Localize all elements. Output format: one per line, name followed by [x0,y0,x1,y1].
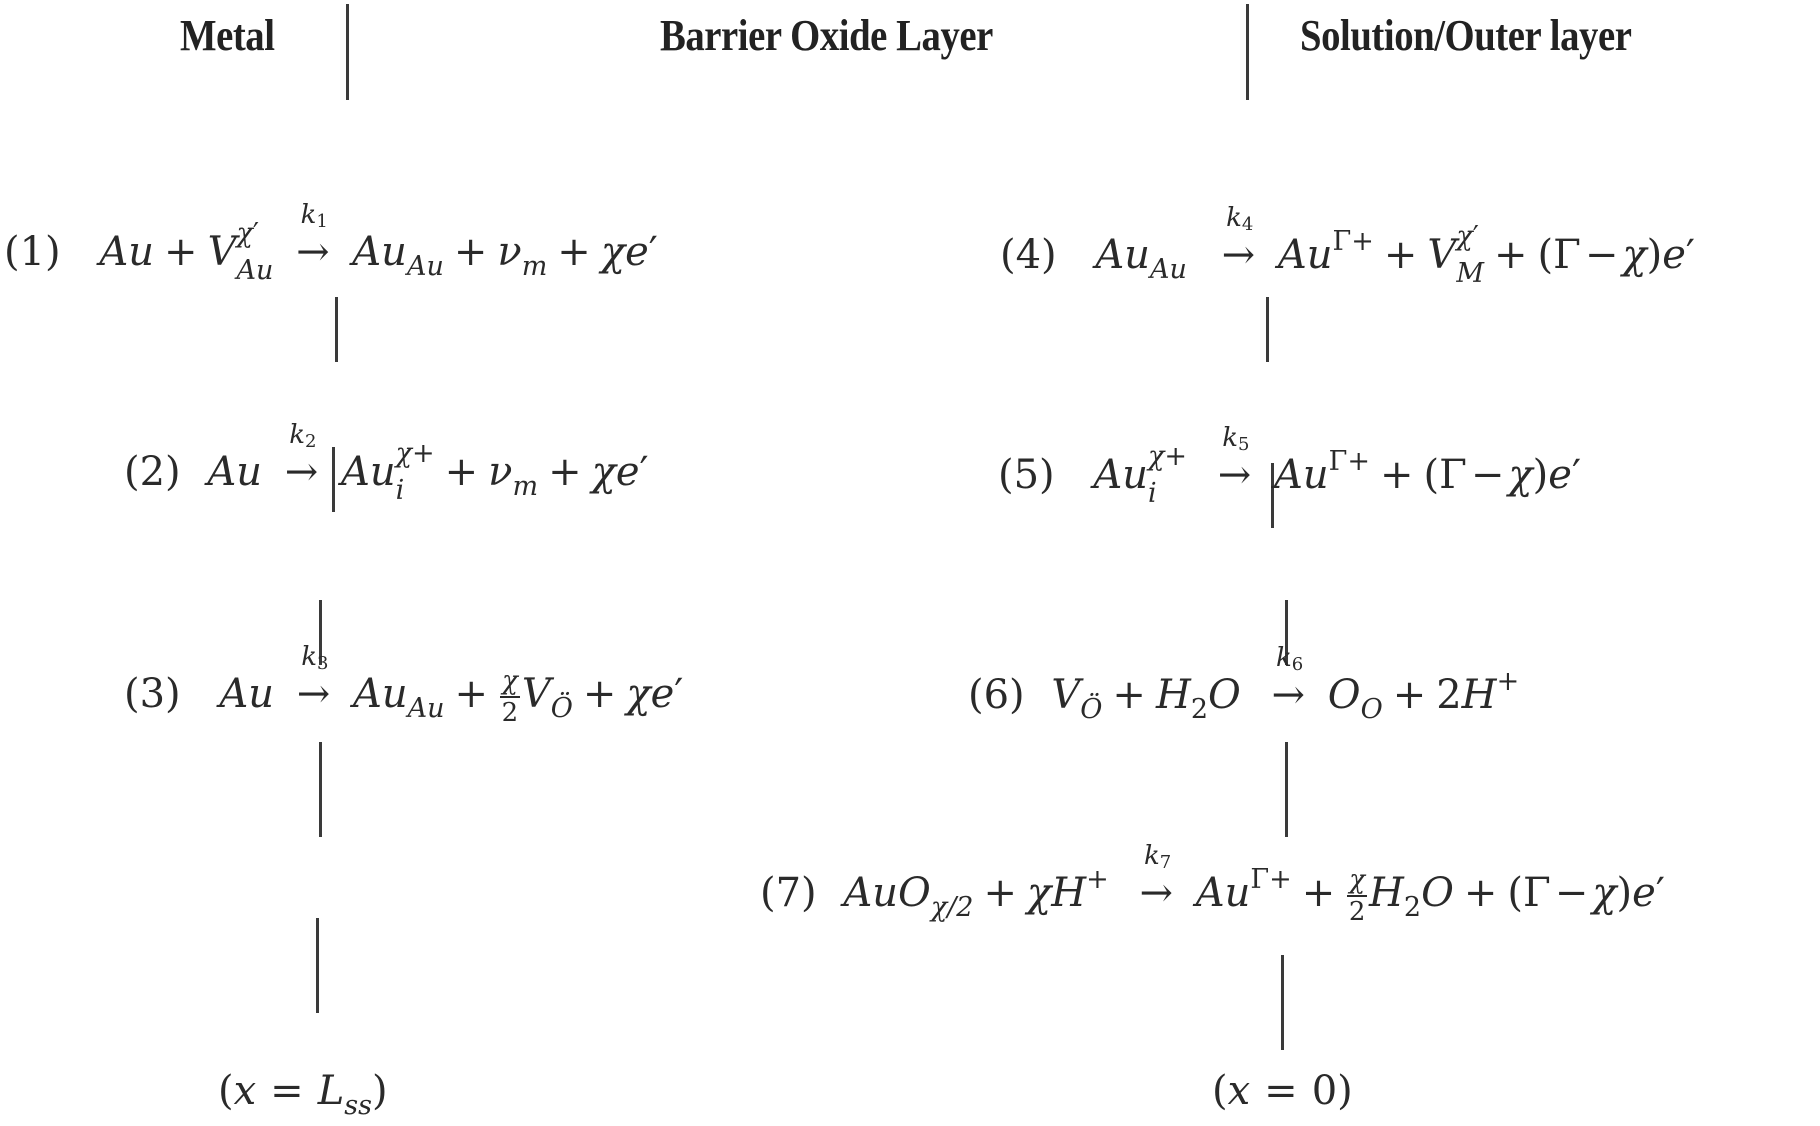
right-interface-segment [1271,463,1274,528]
reaction-number: (6) [968,672,1025,718]
reaction-arrow: k6→ [1271,643,1306,718]
reaction-arrow: k7→ [1139,841,1173,916]
left-interface-segment [319,600,322,665]
reaction-arrow: k3→ [296,642,331,717]
reaction-number: (2) [124,449,181,495]
reaction-number: (5) [998,452,1055,498]
boundary-left-x-Lss: (x=Lss) [218,1068,388,1121]
header-metal: Metal [180,11,275,60]
right-interface-segment [1266,297,1269,362]
reaction-number: (7) [760,870,817,916]
left-interface-segment [319,742,322,837]
reaction-number: (1) [4,229,61,275]
right-interface-segment [1285,742,1288,837]
reaction-6: (6) VÖ+H2O k6→ OO+2H+ [968,643,1520,725]
left-interface-segment [335,297,338,362]
reaction-number: (4) [1000,232,1057,278]
boundary-right-x-0: (x=0) [1212,1068,1353,1114]
metal-oxide-interface-line [346,4,349,100]
left-interface-segment [316,918,319,1013]
reaction-arrow: k5→ [1217,423,1252,498]
header-solution-outer-layer: Solution/Outer layer [1300,11,1632,60]
left-interface-segment [332,447,335,512]
right-interface-segment [1281,955,1284,1050]
reaction-arrow: k2→ [284,420,319,495]
right-interface-segment [1285,600,1288,665]
reaction-arrow: k4→ [1221,203,1256,278]
header-barrier-oxide-layer: Barrier Oxide Layer [660,11,993,60]
reaction-number: (3) [124,671,181,717]
oxide-solution-interface-line [1246,4,1249,100]
reaction-arrow: k1→ [296,200,330,275]
